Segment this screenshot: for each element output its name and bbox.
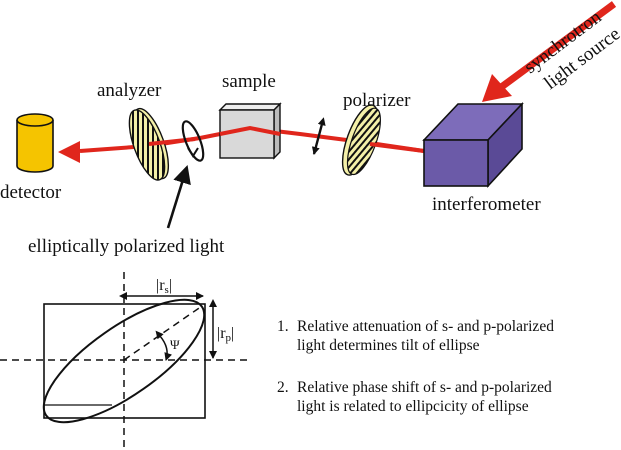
polarizer-label: polarizer xyxy=(343,90,411,111)
note-2-line2: light is related to ellipcicity of ellip… xyxy=(297,398,529,415)
note-2-line1: Relative phase shift of s- and p-polariz… xyxy=(297,379,552,396)
interferometer-label: interferometer xyxy=(432,194,541,215)
note-1-line1: Relative attenuation of s- and p-polariz… xyxy=(297,318,554,335)
psi-angle-arc xyxy=(155,330,173,361)
psi-label: Ψ xyxy=(170,337,180,352)
polarization-ellipse xyxy=(42,298,206,424)
linear-polarization-icon xyxy=(311,117,326,155)
note-1-number: 1. xyxy=(277,318,289,335)
beam-arrowhead-icon xyxy=(58,141,80,163)
note-2-number: 2. xyxy=(277,379,289,396)
callout-label: elliptically polarized light xyxy=(28,236,225,257)
polarization-ellipse-icon xyxy=(181,120,205,162)
analyzer-label: analyzer xyxy=(97,80,162,101)
major-axis xyxy=(123,305,203,361)
notes-list: 1. Relative attenuation of s- and p-pola… xyxy=(277,318,554,415)
callout-arrow-icon xyxy=(166,165,191,229)
detector-label: detector xyxy=(0,182,62,203)
rs-label: |rs| xyxy=(156,277,172,296)
sample-label: sample xyxy=(222,71,276,92)
detector-icon xyxy=(16,113,54,173)
interferometer-icon xyxy=(422,101,524,189)
synchrotron-beam xyxy=(482,1,617,102)
note-1-line2: light determines tilt of ellipse xyxy=(297,337,480,354)
ellipse-figure xyxy=(0,272,248,450)
rp-label: |rp| xyxy=(217,325,234,344)
